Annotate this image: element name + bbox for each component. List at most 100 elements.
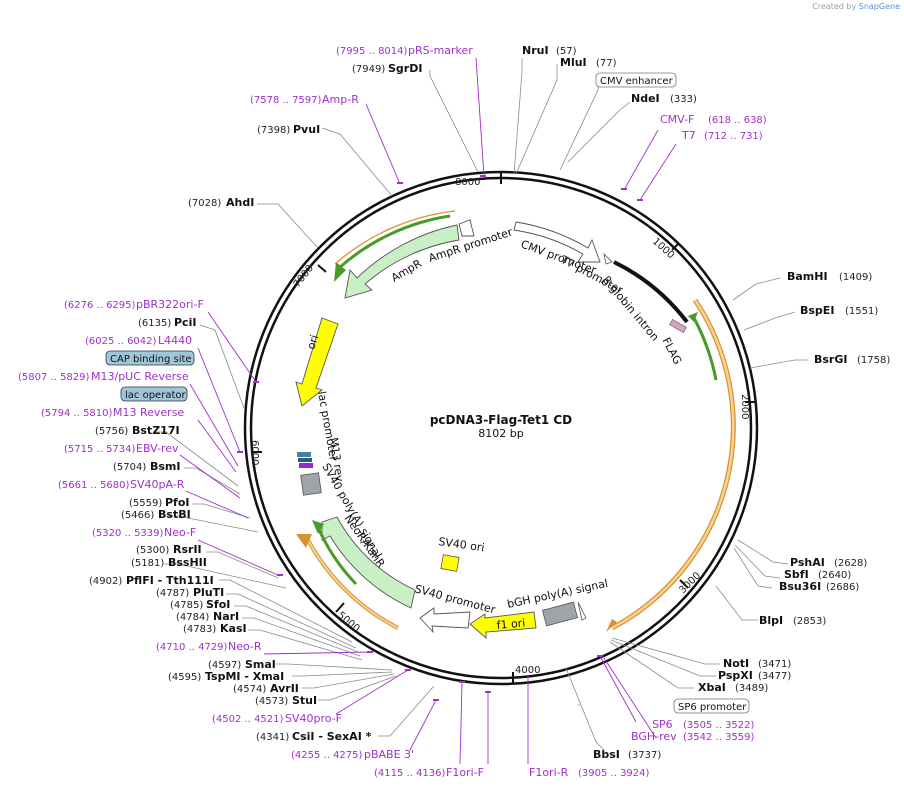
m13-rev-box: [299, 463, 313, 468]
site-bspei-pos: (1551): [845, 306, 878, 317]
lac-operator-text: lac operator: [125, 390, 186, 401]
primer-cmvf-name: CMV-F: [660, 113, 694, 126]
neor-kanr-arrow: [321, 516, 416, 609]
site-xbai: XbaI: [698, 681, 726, 694]
primer-sv40pro-name: SV40pro-F: [285, 712, 342, 725]
site-tspmi: TspMI - XmaI: [205, 670, 284, 683]
primer-l4440-pos: (6025 .. 6042): [85, 336, 157, 347]
features: [295, 210, 736, 639]
primer-sv40pa-name: SV40pA-R: [130, 478, 185, 491]
primer-ebv-pos: (5715 .. 5734): [64, 444, 136, 455]
site-csii-pos: (4341): [256, 732, 289, 743]
neor-orange-head: [296, 534, 312, 548]
site-pspxi: PspXI: [718, 669, 753, 682]
primer-prs-name: pRS-marker: [408, 44, 473, 57]
ampr-green-head: [334, 262, 346, 282]
ampr-orange-arc: [334, 210, 456, 265]
site-ndei-pos: (333): [670, 94, 697, 105]
primer-ampr-name: Amp-R: [322, 93, 359, 106]
tick-label: 5000: [335, 610, 362, 635]
site-bsu36i-pos: (2686): [826, 582, 859, 593]
site-tspmi-pos: (4595): [168, 672, 201, 683]
beta-globin-intron: [613, 260, 689, 324]
primer-t7-name: T7: [681, 129, 696, 142]
tick-label: 2000: [739, 394, 750, 419]
site-noti: NotI: [723, 657, 749, 670]
site-pcii: PciI: [174, 316, 196, 329]
site-nrui-pos: (57): [556, 46, 577, 57]
site-smai: SmaI: [245, 658, 276, 671]
site-pfoi-pos: (5559): [129, 498, 162, 509]
site-pflfi: PflFI - Tth111I: [126, 574, 214, 587]
label-m13-rev: M13 rev: [327, 437, 346, 483]
green-arc-right-head: [688, 312, 698, 322]
primer-bgh-name: BGH-rev: [631, 730, 677, 743]
site-pflfi-pos: (4902): [89, 576, 122, 587]
primer-f1r-pos: (3905 .. 3924): [578, 768, 650, 779]
tet1-cd-inner: [611, 299, 735, 630]
site-nari: NarI: [213, 610, 239, 623]
site-bamhi-pos: (1409): [839, 272, 872, 283]
credit-brand: SnapGene: [858, 2, 900, 11]
site-pshai-pos: (2628): [834, 558, 867, 569]
primer-l4440-name: L4440: [158, 334, 192, 347]
site-kasi: KasI: [220, 622, 247, 635]
t7-promoter-arrow: [603, 252, 613, 265]
site-pluti-pos: (4787): [156, 588, 189, 599]
primer-cmvf-pos: (618 .. 638): [708, 115, 767, 126]
primer-pbabe-name: pBABE 3': [364, 748, 414, 761]
site-bstbi-pos: (5466): [121, 510, 154, 521]
site-pfoi: PfoI: [165, 496, 190, 509]
site-avrii-pos: (4574): [233, 684, 266, 695]
primer-pbr-name: pBR322ori-F: [136, 298, 204, 311]
label-f1-ori: f1 ori: [496, 617, 526, 632]
primer-pbr-pos: (6276 .. 6295): [64, 300, 136, 311]
site-pcii-pos: (6135): [138, 318, 171, 329]
site-bstz17i: BstZ17I: [132, 424, 180, 437]
neor-green-head: [312, 520, 324, 534]
tick-marks: [252, 172, 755, 683]
site-bsrgi: BsrGI: [814, 353, 847, 366]
site-bbsi: BbsI: [593, 748, 620, 761]
cmv-enhancer-text: CMV enhancer: [600, 76, 674, 87]
site-pspxi-pos: (3477): [758, 671, 791, 682]
bgh-polya-box: [541, 601, 579, 627]
primer-ebv-name: EBV-rev: [136, 442, 179, 455]
site-bstz17i-pos: (5756): [95, 426, 128, 437]
site-sbfi: SbfI: [784, 568, 809, 581]
primer-m13puc-name: M13/pUC Reverse: [91, 370, 189, 383]
primer-f1f-name: F1ori-F: [446, 766, 484, 779]
cmv-promoter-arrow: [513, 221, 601, 263]
boxed-labels: CMV enhancer SP6 promoter CAP binding si…: [105, 72, 750, 714]
site-mlui-pos: (77): [596, 58, 617, 69]
site-pluti: PluTI: [193, 586, 224, 599]
primer-ampr-pos: (7578 .. 7597): [250, 95, 322, 106]
primer-labels: (7995 .. 8014) pRS-marker (7578 .. 7597)…: [18, 44, 767, 779]
site-bspei: BspEI: [800, 304, 834, 317]
primer-f1f-pos: (4115 .. 4136): [374, 768, 446, 779]
primer-leaders: [179, 57, 677, 765]
primer-neor-pos: (4710 .. 4729): [156, 642, 228, 653]
tet1-cd-arrowhead: [606, 619, 617, 632]
site-bsu36i: Bsu36I: [779, 580, 821, 593]
flag-feature: [669, 318, 687, 334]
site-avrii: AvrII: [270, 682, 299, 695]
site-pshai: PshAI: [790, 556, 825, 569]
site-stui: StuI: [292, 694, 317, 707]
cap-site-box: [297, 452, 311, 457]
site-rsrii-pos: (5300): [136, 545, 169, 556]
site-sfoi-pos: (4785): [170, 600, 203, 611]
f1-ori-arrow: [469, 611, 537, 639]
plasmid-size: 8102 bp: [478, 427, 523, 440]
primer-bgh-pos: (3542 .. 3559): [683, 732, 755, 743]
primer-neor-name: Neo-R: [228, 640, 262, 653]
site-bsshii-pos: (5181): [131, 558, 164, 569]
ampr-promoter-arrow: [458, 219, 475, 237]
site-bsrgi-pos: (1758): [857, 355, 890, 366]
lac-promoter-box: [298, 458, 312, 462]
primer-m13rev-name: M13 Reverse: [113, 406, 184, 419]
sv40-polya-box: [300, 472, 322, 496]
primer-neof-name: Neo-F: [164, 526, 196, 539]
label-sv40-promoter: SV40 promoter: [413, 582, 497, 616]
